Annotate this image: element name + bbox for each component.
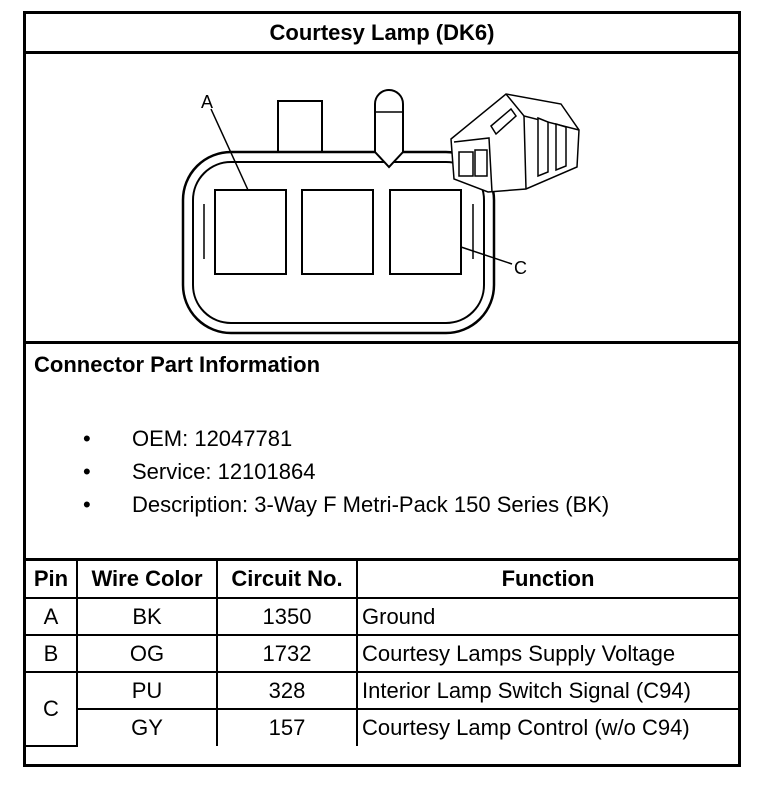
circuit-cell: 157 <box>216 708 358 746</box>
table-row: A BK 1350 Ground <box>26 597 738 636</box>
header-pin: Pin <box>26 561 78 599</box>
oem-number: OEM: 12047781 <box>132 426 293 451</box>
bullet-icon: • <box>83 459 91 484</box>
wire-color-cell: BK <box>76 597 218 636</box>
service-number: Service: 12101864 <box>132 459 316 484</box>
pin-label-c: C <box>514 258 527 278</box>
connector-part-info: Connector Part Information • OEM: 1204778… <box>26 344 738 561</box>
header-function: Function <box>356 561 738 599</box>
wire-color-cell: OG <box>76 634 218 673</box>
pinout-table: Pin Wire Color Circuit No. Function A BK… <box>26 561 738 747</box>
connector-sheet: Courtesy Lamp (DK6) A C <box>23 11 741 767</box>
pin-cell: C <box>26 671 78 747</box>
list-item: • OEM: 12047781 <box>26 422 609 455</box>
key-tab <box>374 89 404 169</box>
bullet-icon: • <box>83 426 91 451</box>
page-title: Courtesy Lamp (DK6) <box>26 14 738 54</box>
part-info-list: • OEM: 12047781 • Service: 12101864 • Descr… <box>26 422 609 521</box>
connector-drawing: A C <box>26 54 738 344</box>
header-wire-color: Wire Color <box>76 561 218 599</box>
pin-label-a: A <box>201 92 213 112</box>
pin-cell: B <box>26 634 78 673</box>
function-cell: Ground <box>356 597 738 636</box>
connector-description: Description: 3-Way F Metri-Pack 150 Seri… <box>132 492 610 517</box>
callout-line-a <box>210 108 249 191</box>
cavity-c <box>389 189 462 275</box>
list-item: • Service: 12101864 <box>26 455 609 488</box>
table-header-row: Pin Wire Color Circuit No. Function <box>26 561 738 599</box>
callout-line-c <box>460 246 513 265</box>
function-cell: Courtesy Lamp Control (w/o C94) <box>356 708 738 746</box>
latch-tab <box>277 100 323 152</box>
function-cell: Interior Lamp Switch Signal (C94) <box>356 671 738 710</box>
table-row: GY 157 Courtesy Lamp Control (w/o C94) <box>26 708 738 746</box>
table-row: B OG 1732 Courtesy Lamps Supply Voltage <box>26 634 738 673</box>
connector-inner-shell <box>192 161 485 324</box>
bullet-icon: • <box>83 492 91 517</box>
cavity-b <box>301 189 374 275</box>
circuit-cell: 1732 <box>216 634 358 673</box>
wire-color-cell: PU <box>76 671 218 710</box>
cavity-a <box>214 189 287 275</box>
function-cell: Courtesy Lamps Supply Voltage <box>356 634 738 673</box>
pin-cell: A <box>26 597 78 636</box>
header-circuit: Circuit No. <box>216 561 358 599</box>
section-heading: Connector Part Information <box>34 352 321 377</box>
circuit-cell: 1350 <box>216 597 358 636</box>
list-item: • Description: 3-Way F Metri-Pack 150 Ser… <box>26 488 609 521</box>
connector-outer-shell <box>181 150 496 335</box>
connector-3d-icon <box>450 93 580 193</box>
circuit-cell: 328 <box>216 671 358 710</box>
wire-color-cell: GY <box>77 708 218 746</box>
connector-face-diagram: A C <box>181 89 580 335</box>
table-row: C PU 328 Interior Lamp Switch Signal (C9… <box>26 671 738 747</box>
